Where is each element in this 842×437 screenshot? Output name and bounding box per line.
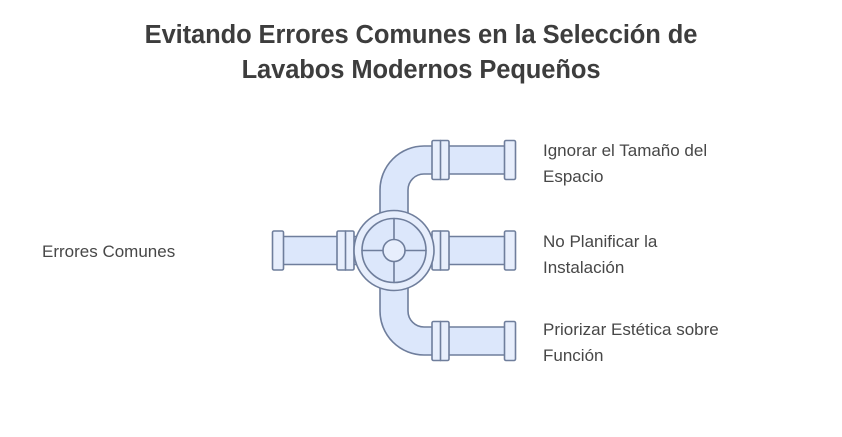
branch-label-2-line-2: Función: [543, 346, 604, 365]
page-title-line-1: Evitando Errores Comunes en la Selección…: [144, 21, 698, 49]
pipe-run-bottom: [437, 326, 511, 356]
valve-hub: [382, 238, 406, 263]
pipe-flange-bottom-right: [503, 320, 517, 362]
pipe-flange-top-right: [503, 139, 517, 181]
pipe-flange-left-end: [271, 230, 285, 271]
branch-label-1-line-1: No Planificar la: [543, 232, 658, 251]
pipe-flange-middle-right: [503, 230, 517, 271]
branch-label-0-line-1: Ignorar el Tamaño del: [543, 141, 708, 160]
branch-label-1: No Planificar la Instalación: [543, 229, 833, 281]
branch-label-1-line-2: Instalación: [543, 258, 625, 277]
branch-label-0: Ignorar el Tamaño del Espacio: [543, 138, 833, 190]
pipe-manifold-icon: [271, 139, 517, 362]
pipe-run-middle: [437, 235, 511, 266]
branch-label-0-line-2: Espacio: [543, 167, 604, 186]
branch-label-2-line-1: Priorizar Estética sobre: [543, 320, 719, 339]
page-title: Evitando Errores Comunes en la Selección…: [0, 18, 842, 88]
page-title-line-2: Lavabos Modernos Pequeños: [241, 56, 601, 84]
root-node-label: Errores Comunes: [42, 242, 176, 261]
branch-label-2: Priorizar Estética sobre Función: [543, 317, 833, 369]
